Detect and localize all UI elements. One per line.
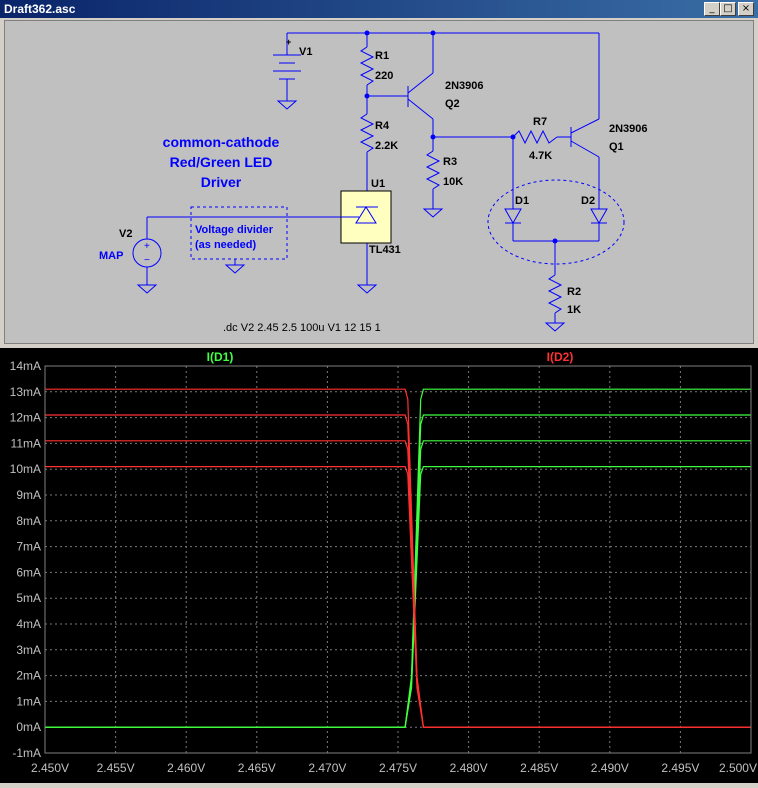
comment-line-1: common-cathode xyxy=(163,134,280,150)
y-tick-label: 13mA xyxy=(10,385,41,399)
window-title: Draft362.asc xyxy=(4,2,76,16)
y-tick-label: 12mA xyxy=(10,411,41,425)
label-r3: R3 xyxy=(443,156,457,168)
label-r7-value: 4.7K xyxy=(529,150,552,162)
x-tick-label: 2.490V xyxy=(591,761,629,775)
v2-plus-mark: + xyxy=(144,241,150,252)
minimize-button[interactable]: _ xyxy=(704,2,720,16)
x-axis-ticks: 2.450V 2.455V 2.460V 2.465V 2.470V 2.475V 2.48… xyxy=(31,761,757,775)
plot-grid xyxy=(44,365,752,754)
x-tick-label: 2.480V xyxy=(450,761,488,775)
comment-line-3: Driver xyxy=(201,174,242,190)
close-button[interactable]: × xyxy=(738,2,754,16)
y-tick-label: 14mA xyxy=(10,359,41,373)
label-r2-value: 1K xyxy=(567,304,581,316)
label-d2: D2 xyxy=(581,195,595,207)
x-tick-label: 2.500V xyxy=(719,761,757,775)
label-d1: D1 xyxy=(515,195,529,207)
x-tick-label: 2.470V xyxy=(308,761,346,775)
y-axis-ticks: -1mA 0mA 1mA 2mA 3mA 4mA 5mA 6mA 7mA 8mA 9mA 10mA 11… xyxy=(10,359,41,760)
legend-i-d2[interactable]: I(D2) xyxy=(547,350,574,364)
traces xyxy=(45,388,751,728)
trace-id2-level-3 xyxy=(45,388,751,728)
comment-line-2: Red/Green LED xyxy=(170,154,273,170)
label-r2: R2 xyxy=(567,286,581,298)
x-tick-label: 2.485V xyxy=(520,761,558,775)
x-tick-label: 2.495V xyxy=(661,761,699,775)
x-tick-label: 2.460V xyxy=(167,761,205,775)
waveform-plot[interactable]: -1mA 0mA 1mA 2mA 3mA 4mA 5mA 6mA 7mA 8mA 9mA 10mA 11… xyxy=(0,348,758,783)
plot-frame xyxy=(44,365,752,754)
title-bar: Draft362.asc _ □ × xyxy=(0,0,758,18)
y-tick-label: 10mA xyxy=(10,462,41,476)
x-tick-label: 2.465V xyxy=(238,761,276,775)
schematic-editor[interactable]: + + − V1 V2 R1 220 2N3906 Q2 R4 2.2K R3 … xyxy=(4,20,754,344)
v1-plus-mark: + xyxy=(286,37,291,47)
divider-line-1: Voltage divider xyxy=(195,224,274,236)
label-r3-value: 10K xyxy=(443,176,463,188)
x-tick-label: 2.455V xyxy=(97,761,135,775)
label-q1-model: 2N3906 xyxy=(609,123,648,135)
label-map: MAP xyxy=(99,250,123,262)
label-q2-model: 2N3906 xyxy=(445,80,484,92)
y-tick-label: 5mA xyxy=(16,591,41,605)
label-r4: R4 xyxy=(375,120,390,132)
label-r4-value: 2.2K xyxy=(375,140,398,152)
label-q1: Q1 xyxy=(609,141,624,153)
y-tick-label: -1mA xyxy=(12,746,41,760)
y-tick-label: 8mA xyxy=(16,514,41,528)
label-u1-model: TL431 xyxy=(369,244,401,256)
label-r7: R7 xyxy=(533,116,547,128)
label-r1-value: 220 xyxy=(375,70,393,82)
y-tick-label: 11mA xyxy=(11,436,41,450)
trace-id1-level-3 xyxy=(45,388,751,728)
dc-directive: .dc V2 2.45 2.5 100u V1 12 15 1 xyxy=(223,322,381,334)
trace-id1-level-1 xyxy=(45,440,751,728)
label-u1: U1 xyxy=(371,178,385,190)
y-tick-label: 3mA xyxy=(16,643,41,657)
maximize-button[interactable]: □ xyxy=(720,2,736,16)
label-r1: R1 xyxy=(375,50,389,62)
legend-i-d1[interactable]: I(D1) xyxy=(207,350,234,364)
y-tick-label: 4mA xyxy=(16,617,41,631)
divider-line-2: (as needed) xyxy=(195,239,256,251)
x-tick-label: 2.450V xyxy=(31,761,69,775)
y-tick-label: 2mA xyxy=(16,669,41,683)
waveform-viewer[interactable]: -1mA 0mA 1mA 2mA 3mA 4mA 5mA 6mA 7mA 8mA 9mA 10mA 11… xyxy=(0,348,758,783)
y-tick-label: 9mA xyxy=(16,488,41,502)
y-tick-label: 0mA xyxy=(16,720,41,734)
y-tick-label: 7mA xyxy=(16,540,41,554)
label-q2: Q2 xyxy=(445,98,460,110)
x-tick-label: 2.475V xyxy=(379,761,417,775)
label-v2: V2 xyxy=(119,228,132,240)
y-tick-label: 6mA xyxy=(16,565,41,579)
schematic-canvas[interactable]: + + − V1 V2 R1 220 2N3906 Q2 R4 2.2K R3 … xyxy=(1,1,751,334)
label-v1: V1 xyxy=(299,46,312,58)
y-tick-label: 1mA xyxy=(16,694,41,708)
trace-id2-level-1 xyxy=(45,440,751,728)
v2-minus-mark: − xyxy=(144,255,150,266)
